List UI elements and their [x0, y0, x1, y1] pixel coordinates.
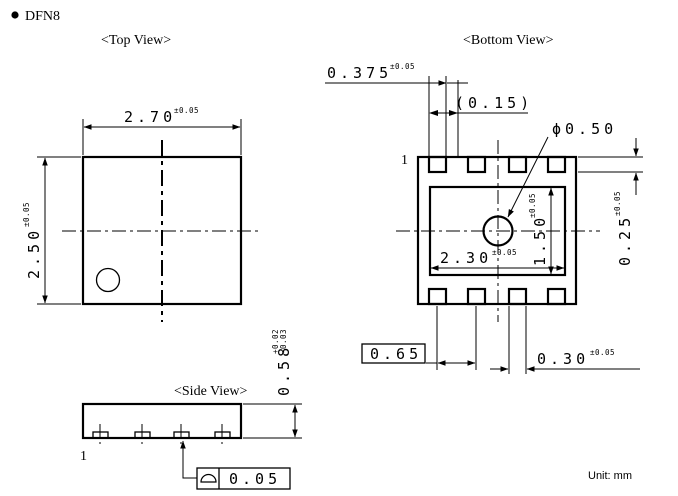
pad-width-dim: 0.375 — [327, 64, 392, 82]
bottom-pin1-label: 1 — [401, 153, 408, 168]
side-view-body — [81, 402, 243, 440]
side-height-tol-minus: -0.03 — [279, 329, 288, 354]
hole-dia-leader — [507, 136, 549, 218]
pad — [466, 287, 487, 306]
pad-height-dim: 0.25 — [616, 214, 634, 266]
pad — [427, 155, 448, 174]
top-width-dim: 2.70 — [124, 108, 176, 126]
top-height-dim: 2.50 — [25, 227, 43, 279]
bottom-view-title: <Bottom View> — [463, 33, 554, 48]
pin1-marker-icon — [95, 267, 121, 293]
epad-height-dim: 1.50 — [531, 214, 549, 266]
pad-offset-dim: (0.15) — [455, 94, 533, 112]
bottom-view: 1 0.375 ±0.05 (0.15) ϕ0.50 0.25 ±0.05 1.… — [325, 62, 643, 374]
side-pin1-label: 1 — [80, 449, 87, 464]
pitch-dim: 0.65 — [370, 345, 422, 363]
side-view-title: <Side View> — [174, 384, 248, 399]
pad-gap-dim: 0.30 — [537, 350, 589, 368]
pitch-box — [361, 343, 426, 364]
pad — [427, 287, 448, 306]
flatness-leader — [180, 440, 197, 479]
pad — [466, 155, 487, 174]
pad-width-tol: ±0.05 — [390, 62, 415, 71]
side-height-dim: 0.58 — [275, 344, 293, 396]
pad — [546, 155, 567, 174]
unit-note: Unit: mm — [588, 470, 632, 482]
top-view: 2.70 ±0.05 2.50 ±0.05 — [22, 106, 262, 322]
epad-height-tol: ±0.05 — [528, 193, 537, 218]
side-view: 1 0.58 +0.02 -0.03 0.05 — [80, 329, 302, 490]
top-width-tol: ±0.05 — [174, 106, 199, 115]
pad-height-tol: ±0.05 — [613, 191, 622, 216]
epad-width-dim: 2.30 — [440, 249, 492, 267]
top-view-title: <Top View> — [101, 33, 171, 48]
epad-width-tol: ±0.05 — [492, 248, 517, 257]
top-height-tol: ±0.05 — [22, 202, 31, 227]
side-height-tol-plus: +0.02 — [271, 329, 280, 354]
bullet-icon — [11, 11, 19, 19]
pad — [546, 287, 567, 306]
flatness-symbol-icon — [200, 473, 217, 483]
flatness-value: 0.05 — [229, 470, 281, 488]
package-title: DFN8 — [25, 9, 60, 24]
pad — [507, 287, 528, 306]
flatness-frame — [196, 467, 291, 490]
pad — [507, 155, 528, 174]
pad-gap-tol: ±0.05 — [590, 348, 615, 357]
hole-dia-dim: ϕ0.50 — [552, 120, 617, 138]
